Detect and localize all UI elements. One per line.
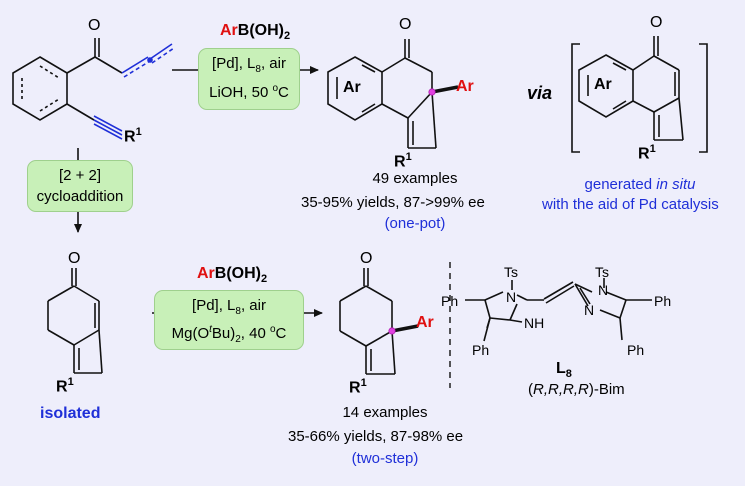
ligand-structure (465, 278, 652, 342)
top-reagent-label: ArB(OH)2 (220, 23, 290, 42)
ligand-ph-2: Ph (472, 342, 490, 358)
ligand-n-right-top: N (598, 282, 609, 298)
intermediate-structure (578, 36, 684, 141)
stereocenter-dot-top (428, 88, 436, 96)
intermediate-brackets (571, 43, 708, 153)
top-reagent-boronic: B(OH) (237, 22, 284, 39)
top-product-o: O (399, 16, 412, 33)
intermediate-note-line1: generated in situ (584, 176, 696, 193)
ligand-ph-1: Ph (441, 293, 459, 309)
starting-material-structure (12, 38, 175, 140)
isolated-o: O (68, 250, 81, 267)
ligand-ts-left: Ts (504, 264, 518, 280)
ligand-ph-4: Ph (627, 342, 645, 358)
ligand-nh: NH (524, 315, 545, 331)
bottom-product-o: O (360, 250, 373, 267)
top-product-r1: R1 (394, 151, 412, 171)
intermediate-note-line2: with the aid of Pd catalysis (542, 196, 719, 213)
intermediate-o: O (650, 14, 663, 31)
ligand-n-left: N (506, 289, 517, 305)
ligand-n-right-bottom: N (584, 302, 595, 318)
sm-r1: R1 (124, 126, 142, 146)
bottom-examples: 14 examples (342, 404, 428, 421)
bottom-note: (two-step) (351, 450, 419, 467)
top-reagent-ar: Ar (220, 22, 238, 39)
isolated-label: isolated (40, 405, 101, 422)
top-product-structure (327, 39, 459, 149)
isolated-r1: R1 (56, 376, 74, 396)
top-yields: 35-95% yields, 87->99% ee (301, 194, 485, 211)
cyclo-line1: [2 + 2] (58, 167, 102, 184)
intermediate-r1: R1 (638, 143, 656, 163)
stereocenter-dot-bottom (388, 327, 396, 335)
bottom-product-r1: R1 (349, 377, 367, 397)
top-product-ar: Ar (456, 78, 474, 95)
top-box-line2: LiOH, 50 oC (209, 83, 289, 101)
allene-center-dot (147, 57, 153, 63)
ligand-desc: (R,R,R,R)-Bim (528, 381, 625, 398)
ligand-ph-3: Ph (654, 293, 672, 309)
top-note: (one-pot) (384, 215, 446, 232)
top-product-ring-ar: Ar (343, 79, 361, 96)
ligand-ts-right: Ts (595, 264, 609, 280)
cycloaddition-box: [2 + 2] cycloaddition (27, 160, 133, 212)
sm-o: O (88, 17, 101, 34)
bottom-conditions-box: [Pd], L8, air Mg(OtBu)2, 40 oC (154, 290, 304, 350)
bottom-yields: 35-66% yields, 87-98% ee (288, 428, 464, 445)
top-reagent-sub: 2 (284, 30, 291, 43)
via-label: via (527, 83, 553, 103)
bottom-product-ar: Ar (416, 314, 434, 331)
isolated-structure (47, 268, 103, 374)
intermediate-ring-ar: Ar (594, 76, 612, 93)
bottom-box-line1: [Pd], L8, air (192, 297, 266, 317)
cyclo-line2: cycloaddition (36, 188, 124, 205)
top-examples: 49 examples (372, 170, 458, 187)
ligand-name: L8 (556, 360, 572, 381)
bottom-box-line2: Mg(OtBu)2, 40 oC (171, 324, 287, 345)
top-conditions-box: [Pd], L8, air LiOH, 50 oC (198, 48, 300, 110)
bottom-reagent-label: ArB(OH)2 (197, 265, 268, 286)
bottom-product-structure (339, 268, 419, 375)
top-box-line1: [Pd], L8, air (212, 55, 286, 75)
